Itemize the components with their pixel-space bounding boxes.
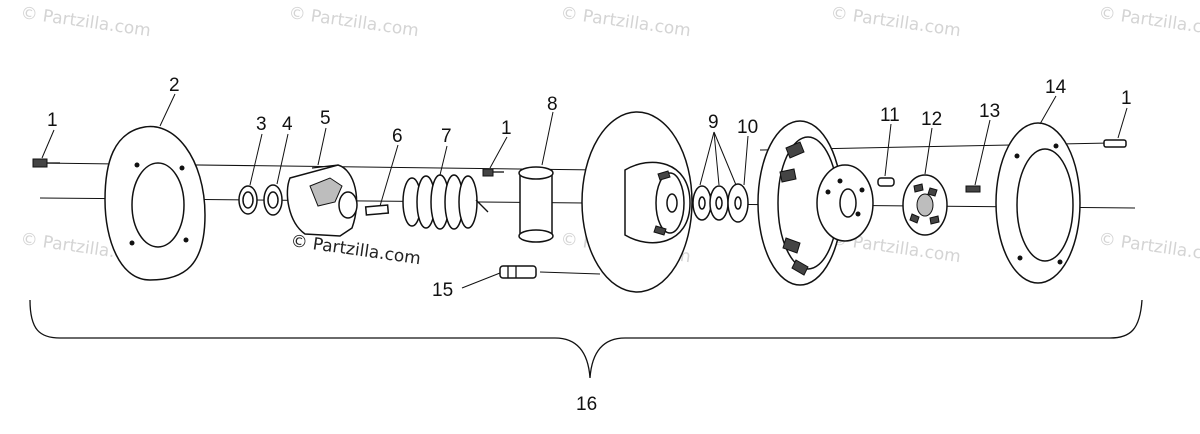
- snap-ring-part-3: [238, 185, 258, 215]
- callout-6: 6: [392, 126, 403, 147]
- spring-part-7: [402, 174, 489, 230]
- callout-7: 7: [441, 126, 452, 147]
- callout-4: 4: [282, 114, 293, 135]
- bolt-part-1-left: [32, 158, 60, 168]
- screw-part-13: [965, 185, 981, 193]
- callout-12: 12: [921, 109, 942, 130]
- leader-lines: [41, 93, 1128, 289]
- key-part-6: [364, 204, 390, 216]
- cover-plate-part-14: [995, 122, 1081, 284]
- cover-plate-part-2: [104, 125, 206, 281]
- pin-part-11: [877, 177, 895, 187]
- watermark-text: © Partzilla.com: [19, 3, 152, 41]
- callout-3: 3: [256, 114, 267, 135]
- callout-13: 13: [979, 101, 1000, 122]
- watermark-text: © Partzilla.com: [1097, 3, 1200, 41]
- stationary-sheave: [581, 111, 693, 293]
- watermark-text: © Partzilla.com: [287, 3, 420, 41]
- callout-labels: 1 2 3 4 5 6 7 1 8 9 10 11 12 13 14 1 15 …: [47, 75, 1132, 415]
- watermark-text: © Partzilla.com: [559, 3, 692, 41]
- callout-5: 5: [320, 108, 331, 129]
- callout-16: 16: [576, 394, 597, 415]
- cam-part-5: [286, 164, 358, 237]
- movable-sheave: [757, 120, 874, 286]
- stud-part-15: [499, 265, 537, 279]
- watermark-text: © Partzilla.com: [1097, 229, 1200, 267]
- callout-9: 9: [708, 112, 719, 133]
- watermark-text-dark: © Partzilla.com: [289, 231, 422, 269]
- bolt-part-1-right: [1103, 139, 1127, 148]
- callout-8: 8: [547, 94, 558, 115]
- callout-10: 10: [737, 117, 758, 138]
- spider-part-12: [902, 174, 948, 236]
- washer-part-4: [263, 184, 283, 216]
- sleeve-part-8: [518, 166, 554, 243]
- washers-part-9: [692, 183, 749, 223]
- callout-1-left: 1: [47, 110, 58, 131]
- callout-1-middle: 1: [501, 118, 512, 139]
- assembly-bracket: [29, 299, 1143, 379]
- callout-1-right: 1: [1121, 88, 1132, 109]
- callout-15: 15: [432, 280, 453, 301]
- bolt-part-1-middle: [482, 168, 504, 177]
- callout-11: 11: [880, 105, 900, 126]
- watermark-text: © Partzilla.com: [829, 3, 962, 41]
- callout-14: 14: [1045, 77, 1067, 98]
- callout-2: 2: [169, 75, 180, 96]
